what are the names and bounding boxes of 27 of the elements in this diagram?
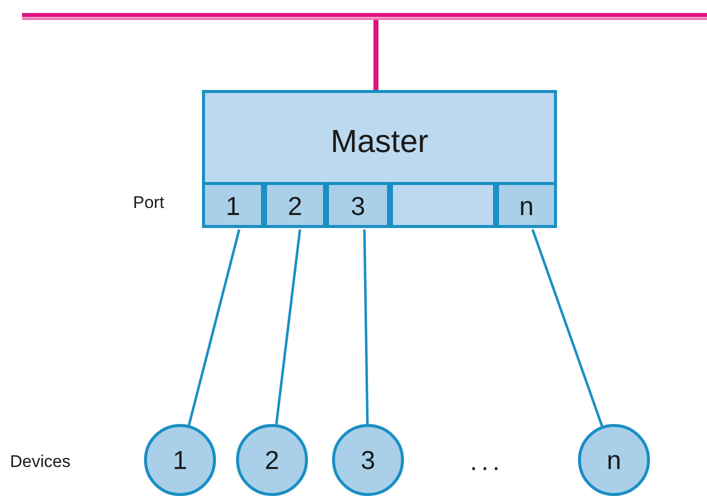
connection-line xyxy=(363,229,369,424)
port-cell xyxy=(496,182,557,228)
node-label: 3 xyxy=(350,193,366,219)
port-cell xyxy=(264,182,326,228)
device-circle xyxy=(578,424,650,496)
node-label: n xyxy=(518,193,535,219)
device-circle xyxy=(236,424,308,496)
node-label: 1 xyxy=(172,447,188,473)
device-circle xyxy=(332,424,404,496)
port-cell xyxy=(202,182,264,228)
node-label: Master xyxy=(330,125,430,157)
node-label: n xyxy=(606,447,622,473)
connection-line xyxy=(188,229,240,426)
ellipsis-text: ... xyxy=(470,448,504,474)
bus-drop-line xyxy=(373,20,378,90)
port-cell xyxy=(390,182,496,228)
row-label: Devices xyxy=(10,453,70,470)
port-cell xyxy=(326,182,390,228)
node-label: 3 xyxy=(360,447,376,473)
node-label: 2 xyxy=(264,447,280,473)
node-label: 2 xyxy=(286,193,304,219)
node-label: 1 xyxy=(224,193,242,219)
device-circle xyxy=(144,424,216,496)
connection-line xyxy=(275,229,302,424)
connection-line xyxy=(531,229,604,426)
row-label: Port xyxy=(133,194,164,211)
master-box xyxy=(202,90,557,228)
